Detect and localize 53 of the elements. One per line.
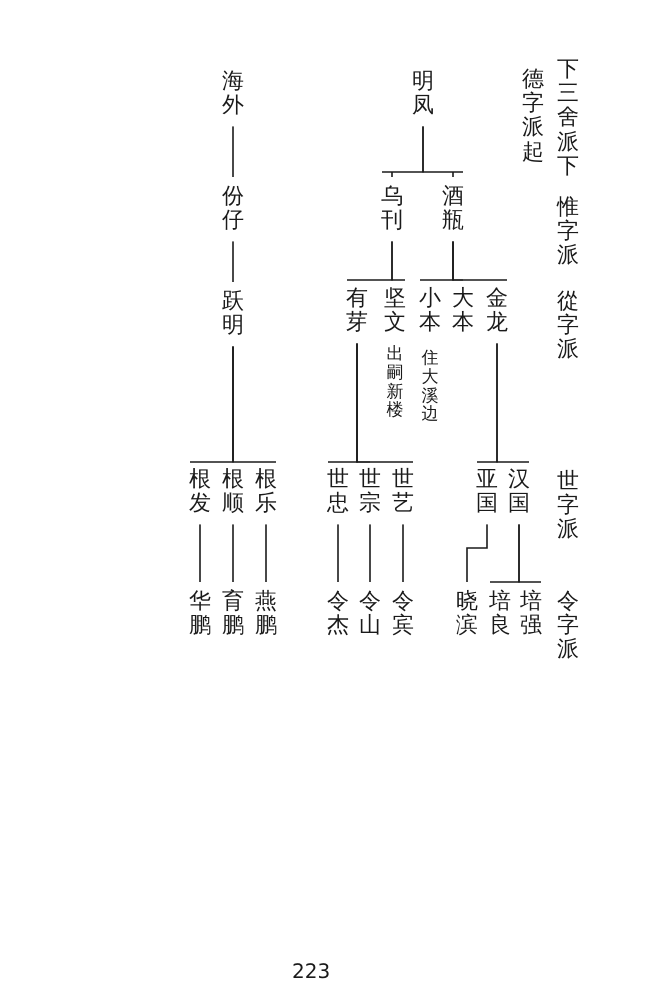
- name-text: 培良: [489, 590, 511, 638]
- tree-line: [232, 126, 234, 177]
- name-text: 令杰: [327, 590, 349, 638]
- name-text: 份仔: [222, 185, 244, 234]
- tree-line: [381, 126, 424, 178]
- name-text: 晓滨: [456, 590, 478, 638]
- note-text: 出嗣新楼: [386, 345, 404, 420]
- tree-line: [232, 524, 234, 582]
- name-text: 华鹏: [189, 590, 211, 638]
- page-number: 223: [292, 960, 330, 982]
- name-text: 坚文: [384, 287, 406, 336]
- name-text: 小本: [419, 287, 441, 336]
- name-text: 根乐: [255, 468, 277, 516]
- name-text: 根顺: [222, 468, 244, 516]
- name-text: 亚国: [476, 468, 498, 516]
- name-text: 世艺: [392, 468, 414, 516]
- tree-line: [337, 524, 339, 582]
- name-text: 令宾: [392, 590, 414, 638]
- name-text: 明凤: [412, 70, 434, 118]
- name-text: 根发: [189, 468, 211, 516]
- name-text: 育鹏: [222, 590, 244, 638]
- generation-label: 下三舍派下: [557, 58, 579, 179]
- name-text: 世宗: [359, 468, 381, 516]
- tree-line: [369, 524, 371, 582]
- name-text: 培强: [520, 590, 542, 638]
- name-text: 酒瓶: [442, 185, 464, 234]
- tree-line: [199, 524, 201, 582]
- name-text: 大本: [452, 287, 474, 336]
- tree-line: [327, 342, 358, 463]
- tree-line: [265, 524, 267, 582]
- name-text: 跃明: [222, 290, 244, 338]
- name-text: 金龙: [486, 287, 508, 336]
- name-text: 世忠: [327, 468, 349, 516]
- generation-label: 惟字派: [557, 196, 579, 269]
- generation-label: 從字派: [557, 290, 579, 363]
- name-text: 令山: [359, 590, 381, 638]
- note-text: 住大溪边: [422, 349, 438, 424]
- tree-line: [402, 524, 404, 582]
- generation-label: 令字派: [557, 590, 579, 663]
- tree-line: [419, 240, 454, 281]
- generation-label: 世字派: [557, 470, 579, 543]
- tree-line: [232, 241, 234, 282]
- name-text: 汉国: [508, 468, 530, 516]
- tree-line: [466, 524, 488, 582]
- name-text: 乌刊: [381, 185, 403, 234]
- name-text: 有芽: [346, 287, 368, 336]
- tree-line: [476, 342, 498, 463]
- name-text: 燕鹏: [255, 590, 277, 638]
- tree-line: [346, 240, 393, 281]
- tree-line: [189, 346, 234, 463]
- generation-label: 德字派起: [522, 68, 544, 165]
- tree-line: [489, 524, 520, 583]
- name-text: 海外: [222, 70, 244, 118]
